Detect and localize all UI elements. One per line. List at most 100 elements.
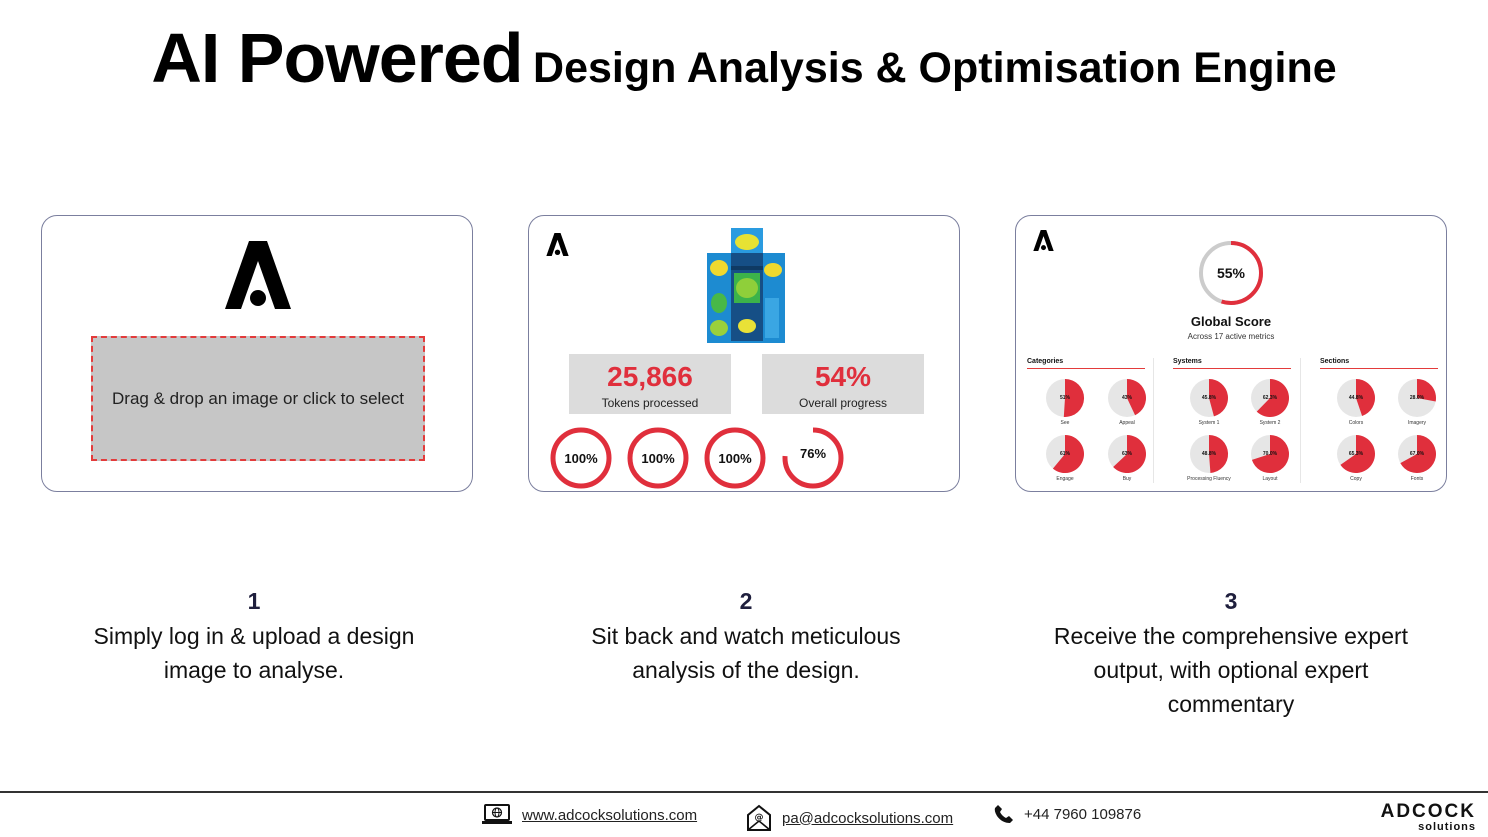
global-score-value: 55%: [1216, 265, 1246, 281]
footer-divider: [0, 791, 1488, 793]
metric-pie: 62.3% System 2: [1250, 378, 1290, 426]
adcock-logo-icon: [1033, 230, 1054, 251]
metric-pie-slice: [1209, 434, 1229, 473]
metric-pie-label: Buy: [1122, 476, 1132, 482]
tokens-stat: 25,866 Tokens processed: [569, 354, 731, 414]
heatmap-product-image: [707, 228, 785, 343]
global-score-subtitle: Across 17 active metrics: [1187, 332, 1275, 341]
footer: www.adcocksolutions.com @ pa@adcocksolut…: [0, 800, 1488, 833]
laptop-globe-icon: [482, 804, 512, 824]
phone-number: +44 7960 109876: [1024, 805, 1142, 823]
metric-pie-slice: [1356, 379, 1375, 416]
metric-pie-value: 45.8%: [1201, 395, 1217, 401]
email-envelope-icon: @: [747, 804, 771, 831]
results-card: 55% Global Score Across 17 active metric…: [1015, 215, 1447, 492]
metric-section-heading: Systems: [1173, 358, 1291, 369]
metric-pie-label: Imagery: [1407, 420, 1427, 426]
metric-pie-label: Appeal: [1119, 420, 1135, 426]
metric-section-heading: Categories: [1027, 358, 1145, 369]
title-main: AI Powered: [151, 19, 523, 97]
brand-tagline: solutions: [1418, 821, 1476, 833]
metric-pie-value: 43%: [1121, 395, 1132, 401]
progress-ring-value: 100%: [718, 450, 752, 466]
brand-name: ADCOCK: [1380, 801, 1476, 822]
progress-ring: 100%: [703, 426, 767, 490]
page-title: AI Powered Design Analysis & Optimisatio…: [0, 18, 1488, 98]
metric-pie-slice: [1113, 435, 1146, 473]
metric-section: Categories 51% See 43% Appeal 61% Engage 63%Buy: [1027, 358, 1146, 482]
metric-pie-label: System 2: [1259, 420, 1281, 426]
section-divider: [1300, 358, 1301, 483]
metric-pie-slice: [1063, 378, 1085, 417]
tokens-value: 25,866: [607, 361, 693, 392]
metric-section-heading: Sections: [1320, 358, 1438, 369]
metric-pie-value: 61%: [1059, 451, 1070, 457]
website-link[interactable]: www.adcocksolutions.com: [522, 806, 698, 824]
metric-pie-value: 44.8%: [1348, 395, 1364, 401]
metric-pie-label: Layout: [1262, 476, 1278, 482]
footer-website[interactable]: www.adcocksolutions.com: [482, 804, 697, 826]
metric-pie-label: See: [1060, 420, 1070, 426]
metric-pie-value: 70.0%: [1262, 451, 1278, 457]
metric-pie-slice: [1340, 435, 1375, 473]
metric-pie-slice: [1256, 379, 1289, 417]
metric-pie: 44.8% Colors: [1336, 378, 1376, 426]
email-link[interactable]: pa@adcocksolutions.com: [782, 809, 954, 827]
footer-email[interactable]: @ pa@adcocksolutions.com: [746, 804, 953, 832]
progress-ring-arc: [550, 427, 612, 489]
metric-section: Systems 45.8% System 1 62.3% System 2 48.8%Pr…: [1173, 358, 1291, 482]
progress-ring-arc: [704, 427, 766, 489]
metric-pie-value: 28.0%: [1409, 395, 1425, 401]
metric-pie-value: 65.3%: [1348, 451, 1364, 457]
overall-progress-stat: 54% Overall progress: [762, 354, 924, 414]
metric-pie-slice: [1251, 435, 1290, 473]
global-score-title: Global Score: [1190, 314, 1272, 329]
adcock-logo-icon: [225, 241, 291, 309]
section-divider: [1153, 358, 1154, 483]
metric-pie-value: 51%: [1059, 395, 1070, 401]
metric-pie-slice: [1400, 435, 1437, 473]
dropzone-text: Drag & drop an image or click to select: [112, 388, 404, 408]
metric-pie: 48.8%Processing Fluency: [1187, 434, 1231, 482]
progress-ring: 100%: [626, 426, 690, 490]
adcock-logo-icon: [546, 233, 569, 256]
metric-pie: 28.0% Imagery: [1397, 378, 1437, 426]
metric-pie-slice: [1417, 379, 1436, 402]
metric-pie: 45.8% System 1: [1189, 378, 1229, 426]
step-number: 2: [739, 588, 753, 614]
metric-pie: 43% Appeal: [1107, 378, 1147, 426]
upload-card: Drag & drop an image or click to select: [41, 215, 473, 492]
metric-pie-value: 62.3%: [1262, 395, 1278, 401]
metric-pie: 51% See: [1045, 378, 1085, 426]
progress-ring: 100%: [549, 426, 613, 490]
metric-pie: 63%Buy: [1107, 434, 1147, 482]
progress-ring-value: 76%: [799, 446, 827, 461]
global-score-ring: 55%: [1196, 238, 1266, 308]
step-3: 3 Receive the comprehensive expert outpu…: [1051, 587, 1411, 721]
global-score-arc: [1199, 241, 1263, 305]
metric-pie-value: 48.8%: [1201, 451, 1217, 457]
metric-pie-slice: [1052, 435, 1085, 473]
metric-pie: 61% Engage: [1045, 434, 1085, 482]
tokens-label: Tokens processed: [601, 396, 699, 410]
progress-ring: 76%: [781, 426, 845, 490]
step-description: Sit back and watch meticulous analysis o…: [591, 623, 901, 683]
metric-pie-label: Colors: [1348, 420, 1364, 426]
overall-value: 54%: [814, 361, 872, 392]
step-description: Simply log in & upload a design image to…: [93, 623, 415, 683]
step-2: 2 Sit back and watch meticulous analysis…: [566, 587, 926, 687]
step-description: Receive the comprehensive expert output,…: [1053, 623, 1409, 717]
overall-label: Overall progress: [798, 396, 888, 410]
metric-pie-value: 67.0%: [1409, 451, 1425, 457]
progress-ring-arc: [782, 427, 844, 489]
metric-pie-label: System 1: [1198, 420, 1220, 426]
brand-logo: ADCOCK solutions: [1380, 801, 1476, 833]
metric-pie-slice: [1209, 379, 1228, 417]
progress-ring-arc: [627, 427, 689, 489]
image-dropzone[interactable]: Drag & drop an image or click to select: [91, 336, 425, 461]
footer-phone: +44 7960 109876: [994, 804, 1141, 824]
analysis-progress-card: 25,866 Tokens processed 54% Overall prog…: [528, 215, 960, 492]
svg-text:@: @: [755, 813, 764, 823]
metric-pie-label: Engage: [1056, 476, 1074, 482]
